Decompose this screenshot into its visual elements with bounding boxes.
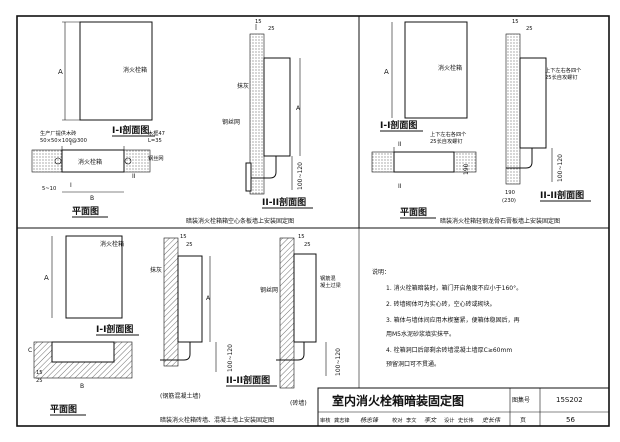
- dim-15: 15: [180, 234, 187, 240]
- dim-15: 15: [255, 19, 262, 25]
- plaster-mark: 抹灰: [150, 266, 162, 274]
- screw-note-1: 上下左右各四个: [430, 130, 467, 138]
- mark-i-bottom: I: [70, 182, 72, 189]
- steel-rod-note: 钢丝网: [148, 154, 164, 162]
- wood-frame: 木框47: [148, 129, 165, 137]
- dim-15: 15: [512, 19, 519, 25]
- dim-5-10: 5~10: [42, 186, 56, 192]
- dim-25: 25: [186, 242, 193, 248]
- drawing-title: 室内消火栓箱暗装固定图: [332, 393, 464, 408]
- design-signature: 史长伟: [482, 416, 501, 424]
- dim-100-120: 100~120: [227, 344, 234, 372]
- box-label: 消火栓箱: [100, 240, 124, 248]
- mark-ii-bottom: II: [398, 183, 402, 190]
- dim-25: 25: [268, 26, 275, 32]
- plan-box-label: 消火栓箱: [78, 158, 102, 166]
- dim-a2: A: [296, 105, 301, 112]
- note-line-3: 3. 箱体与墙体间应用木楔塞紧，便箱体稳固后，再: [386, 316, 520, 324]
- plan-title: 平面图: [72, 206, 99, 217]
- dim-a: A: [58, 68, 63, 76]
- section-i-title: I-I剖面图: [380, 119, 417, 131]
- dim-a2: A: [206, 295, 211, 302]
- dim-a: A: [44, 274, 49, 282]
- l-note: L=35: [148, 138, 162, 144]
- screw-note-2: 25长自攻螺钉: [430, 137, 463, 145]
- page-value: 56: [566, 416, 575, 424]
- steel-rod: 钢丝网: [260, 286, 278, 294]
- dim-25: 25: [526, 26, 533, 32]
- review-signature: 杨志锋: [360, 416, 379, 424]
- note-line-1: 1. 消火栓箱暗装时，箱门开启角度不应小于160°。: [386, 284, 522, 292]
- note-line-6: 预留洞口可不贯通。: [386, 360, 440, 368]
- wall-note: (钢筋混凝土墙): [160, 392, 201, 400]
- mark-ii: II: [398, 141, 402, 148]
- plaster-mark: 抹灰: [237, 82, 249, 90]
- dim-25-b: 25: [36, 378, 43, 384]
- panel-bottom-left: 消火栓箱 A I-I剖面图 C B 15 25 平面图 15 25 抹灰 A 1…: [28, 234, 342, 424]
- page-label: 页: [520, 417, 526, 424]
- dim-b: B: [80, 383, 84, 390]
- notes-block: 说明： 1. 消火栓箱暗装时，箱门开启角度不应小于160°。 2. 砖墙砌体可为…: [372, 268, 522, 368]
- screw-note-4: 25长自攻螺钉: [545, 73, 578, 81]
- note-line-2: 2. 砖墙砌体可为实心砖，空心砖或砌块。: [386, 300, 496, 308]
- panel-top-left: 消火栓箱 A I-I剖面图 生产厂提供木砖 50×50×100@300 木框47…: [31, 19, 313, 225]
- steel-mesh-mark: 钢丝网: [222, 118, 240, 126]
- section-ii-title: II-II剖面图: [226, 374, 270, 386]
- review-name: 龚志锋: [334, 416, 350, 424]
- mortar-2: 凝土过梁: [320, 281, 341, 289]
- section-i-title: I-I剖面图: [112, 124, 149, 136]
- wall-note-2: (砖墙): [290, 399, 307, 407]
- check-label: 校对: [392, 416, 402, 424]
- wood-size: 50×50×100@300: [40, 138, 87, 144]
- dim-100-120: 100~120: [297, 162, 304, 190]
- hydrant-box-elevation: [79, 21, 153, 121]
- dim-100-120: 100~120: [557, 154, 564, 182]
- note-line-4: 用M5水泥砂浆填实抹平。: [386, 330, 455, 338]
- dim-190: 190: [463, 163, 470, 175]
- mark-c: C: [28, 347, 32, 354]
- atlas-label: 图集号: [512, 396, 530, 404]
- caption-top-right: 暗装消火栓箱轻钢龙骨石膏板墙上安装固定图: [440, 217, 560, 225]
- caption-bottom-left: 暗装消火栓箱砖墙、混凝土墙上安装固定图: [160, 416, 274, 424]
- atlas-value: 15S202: [556, 396, 583, 404]
- caption-top-left: 暗装消火栓箱箱空心条板墙上安装固定图: [186, 217, 294, 225]
- mark-i-top: I: [70, 140, 72, 147]
- mark-ii: II: [132, 173, 136, 180]
- section-ii-title: II-II剖面图: [540, 189, 584, 201]
- box-label: 消火栓箱: [123, 66, 147, 74]
- box-label: 消火栓箱: [438, 64, 462, 72]
- dim-100-120-b: 100~120: [335, 348, 342, 376]
- check-name: 李文: [406, 416, 417, 424]
- design-label: 设计: [444, 416, 454, 424]
- note-line-5: 4. 栓箱洞口后部剩余砖墙混凝土墙厚C≥60mm: [386, 346, 512, 354]
- notes-heading: 说明：: [372, 268, 390, 276]
- screw-note-3: 上下左右各四个: [545, 66, 582, 74]
- section-i-title: I-I剖面图: [96, 323, 133, 335]
- title-block: 室内消火栓箱暗装固定图 图集号 15S202 页 56 审核 龚志锋 杨志锋 校…: [317, 387, 610, 427]
- dim-15-brick: 15: [298, 234, 305, 240]
- sheet-border: [16, 15, 610, 427]
- dim-25-brick: 25: [304, 242, 311, 248]
- plan-title: 平面图: [400, 207, 427, 218]
- design-name: 史长伟: [458, 416, 474, 424]
- dim-15-b: 15: [36, 370, 43, 376]
- dim-a: A: [384, 68, 389, 76]
- dim-230: (230): [502, 198, 516, 204]
- check-signature: 李文: [424, 416, 437, 424]
- panel-top-right: 消火栓箱 A I-I剖面图 上下左右各四个 25长自攻螺钉 II II 190 …: [371, 19, 591, 225]
- wood-note: 生产厂提供木砖: [40, 129, 76, 137]
- dim-b: B: [90, 195, 94, 202]
- review-label: 审核: [320, 416, 330, 424]
- section-ii-title: II-II剖面图: [262, 196, 306, 208]
- dim-190-b: 190: [505, 190, 515, 196]
- mortar-1: 钢筋混: [320, 274, 336, 282]
- plan-title: 平面图: [50, 404, 77, 415]
